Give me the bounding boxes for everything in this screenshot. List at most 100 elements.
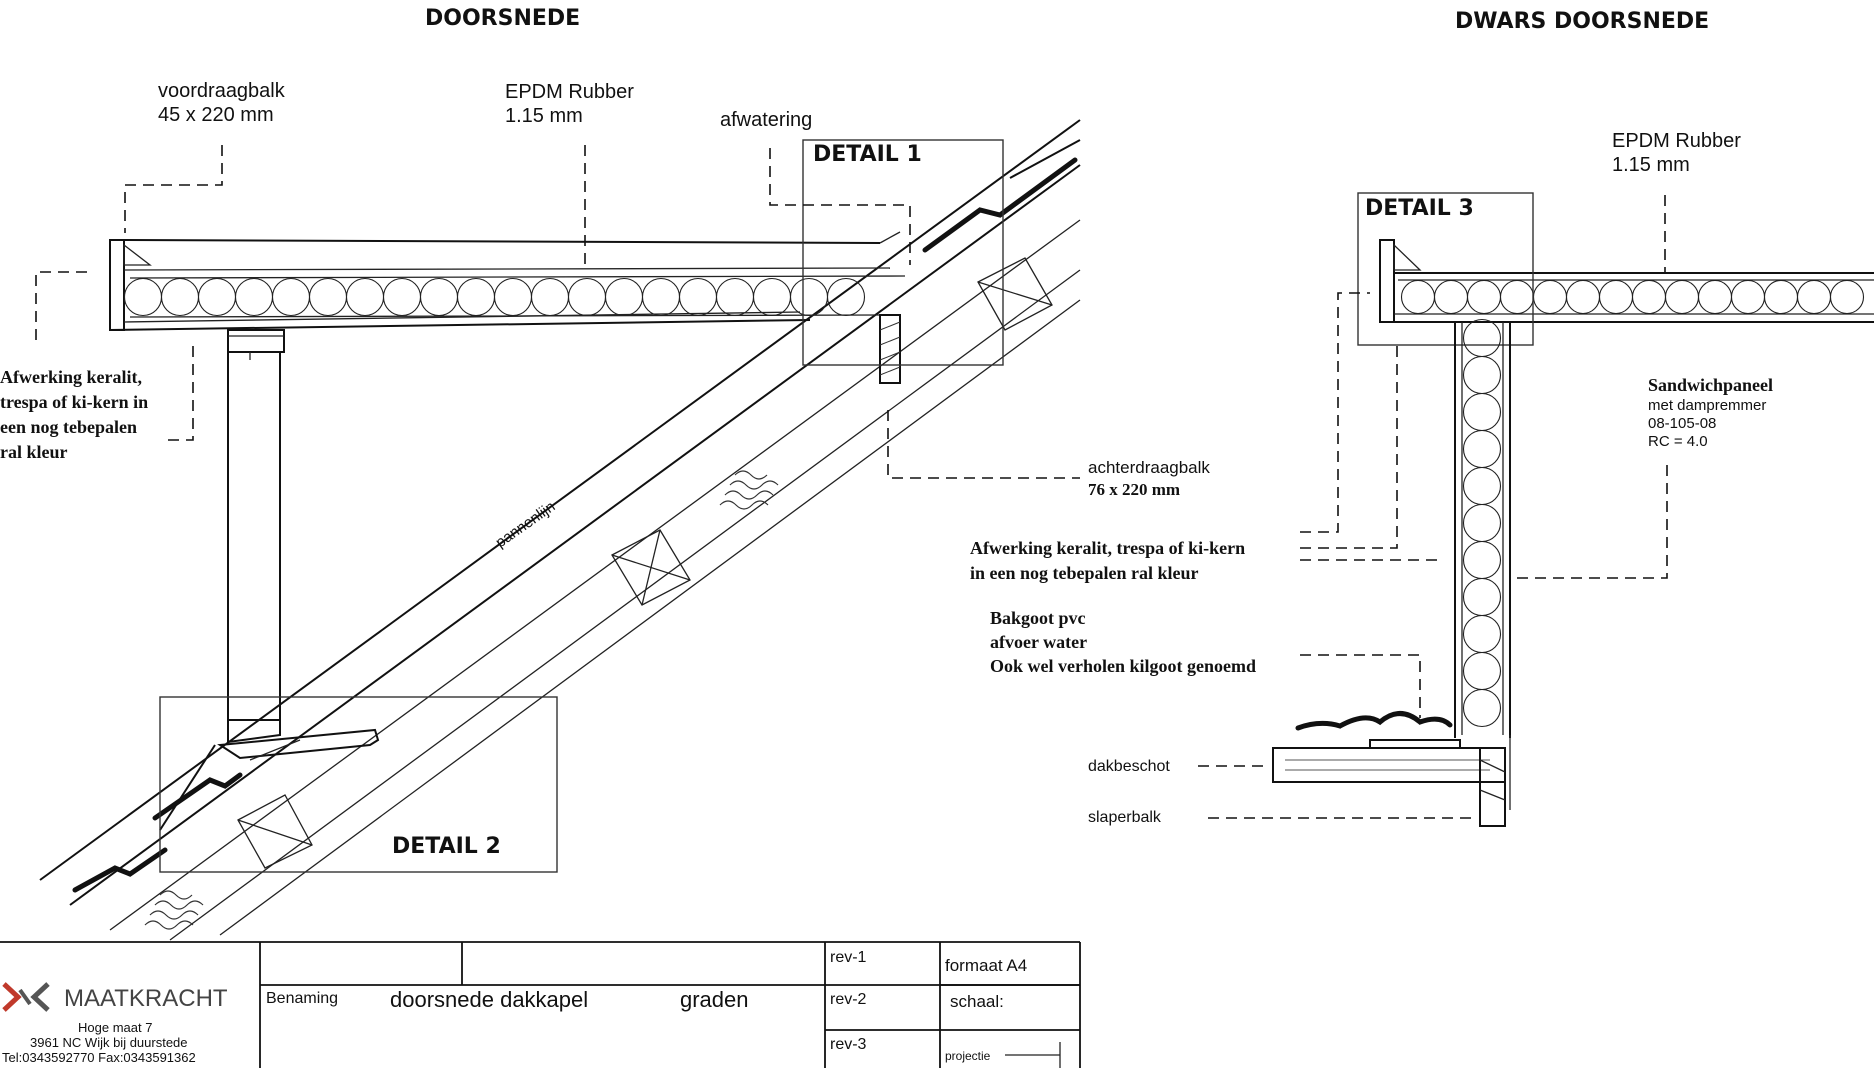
insulation-circle	[345, 277, 385, 317]
gutter-detail-3	[1272, 711, 1511, 827]
detail-2-box	[159, 696, 558, 873]
label-sandwich-4: RC = 4.0	[1648, 433, 1708, 450]
detail-1-box	[802, 139, 1004, 366]
company-logo	[2, 982, 50, 1012]
detail-2-label: DETAIL 2	[392, 834, 501, 859]
insulation-circle	[419, 277, 459, 317]
insulation-circle	[1462, 577, 1502, 617]
insulation-circle	[1462, 614, 1502, 654]
label-epdm-left-2: 1.15 mm	[505, 105, 583, 127]
insulation-circle	[1796, 279, 1832, 315]
insulation-circle	[1598, 279, 1634, 315]
insulation-circle	[752, 277, 792, 317]
insulation-circle	[1829, 279, 1865, 315]
label-afwerking-left-4: ral kleur	[0, 442, 68, 462]
label-afwatering: afwatering	[720, 109, 812, 131]
insulation-circle	[530, 277, 570, 317]
label-voordraagbalk-1: voordraagbalk	[158, 80, 286, 102]
insulation-circles-left	[123, 277, 866, 317]
label-afwerking-left-3: een nog tebepalen	[0, 417, 137, 437]
insulation-circle	[1433, 279, 1469, 315]
label-sandwich-2: met dampremmer	[1648, 397, 1766, 414]
label-bakgoot-3: Ook wel verholen kilgoot genoemd	[990, 656, 1256, 676]
insulation-circle	[1499, 279, 1535, 315]
insulation-circle	[641, 277, 681, 317]
detail-3-box	[1357, 192, 1534, 346]
insulation-circle	[234, 277, 274, 317]
label-afwerking-left-2: trespa of ki-kern in	[0, 392, 148, 412]
insulation-circle	[1462, 392, 1502, 432]
insulation-circle	[1466, 279, 1502, 315]
company-address-2: 3961 NC Wijk bij duurstede	[30, 1035, 188, 1050]
label-achterdraagbalk-2: 76 x 220 mm	[1088, 480, 1180, 499]
schaal: schaal:	[950, 992, 1004, 1011]
insulation-scribbles	[144, 470, 779, 930]
insulation-circle	[1763, 279, 1799, 315]
insulation-circle	[1631, 279, 1667, 315]
title-dwars-doorsnede: DWARS DOORSNEDE	[1455, 9, 1709, 34]
label-sandwich-3: 08-105-08	[1648, 415, 1716, 432]
roof-rafters	[39, 119, 1081, 941]
insulation-circle	[1730, 279, 1766, 315]
insulation-circle	[789, 277, 829, 317]
label-sandwich-1: Sandwichpaneel	[1648, 375, 1773, 395]
label-bakgoot-2: afvoer water	[990, 632, 1087, 652]
label-epdm-right-2: 1.15 mm	[1612, 154, 1690, 176]
rev-3: rev-3	[830, 1036, 867, 1053]
insulation-circle	[1532, 279, 1568, 315]
insulation-circle	[308, 277, 348, 317]
rev-1: rev-1	[830, 949, 867, 966]
achterdraagbalk-beam	[879, 314, 901, 384]
insulation-circle	[1462, 355, 1502, 395]
insulation-circle	[1462, 540, 1502, 580]
label-slaperbalk: slaperbalk	[1088, 809, 1162, 826]
label-afwerking-left-1: Afwerking keralit,	[0, 367, 142, 387]
insulation-circle	[1462, 318, 1502, 358]
insulation-circle	[1462, 466, 1502, 506]
sandwich-wall-panel	[1454, 322, 1511, 738]
insulation-circle	[456, 277, 496, 317]
detail-1-label: DETAIL 1	[813, 142, 922, 167]
insulation-circle	[567, 277, 607, 317]
insulation-circle	[1400, 279, 1436, 315]
detail-3-label: DETAIL 3	[1365, 196, 1474, 221]
label-pannenlijn: pannenlijn	[493, 498, 559, 551]
insulation-circle	[493, 277, 533, 317]
company-address-1: Hoge maat 7	[78, 1020, 152, 1035]
insulation-circles-wall	[1462, 318, 1502, 728]
insulation-circle	[1462, 688, 1502, 728]
insulation-circle	[715, 277, 755, 317]
label-afwerking-right-1: Afwerking keralit, trespa of ki-kern	[970, 538, 1245, 558]
roof-tiles	[72, 139, 1081, 893]
insulation-circle	[123, 277, 163, 317]
insulation-circle	[1462, 429, 1502, 469]
label-dakbeschot: dakbeschot	[1088, 758, 1170, 775]
insulation-circle	[826, 277, 866, 317]
insulation-circle	[1664, 279, 1700, 315]
insulation-circle	[1697, 279, 1733, 315]
insulation-circle	[1462, 651, 1502, 691]
projectie: projectie	[945, 1049, 991, 1063]
label-achterdraagbalk-1: achterdraagbalk	[1088, 458, 1210, 477]
title-doorsnede: DOORSNEDE	[425, 6, 580, 31]
insulation-circle	[604, 277, 644, 317]
title-block	[0, 941, 1081, 1068]
label-epdm-right-1: EPDM Rubber	[1612, 130, 1741, 152]
insulation-circle	[1565, 279, 1601, 315]
post	[227, 329, 285, 720]
gutter-detail-2	[159, 719, 380, 831]
rev-2: rev-2	[830, 991, 867, 1008]
insulation-circle	[1462, 503, 1502, 543]
formaat: formaat A4	[945, 956, 1027, 975]
insulation-circle	[271, 277, 311, 317]
benaming-value: doorsnede dakkapel	[390, 987, 588, 1012]
label-bakgoot-1: Bakgoot pvc	[990, 608, 1086, 628]
label-voordraagbalk-2: 45 x 220 mm	[158, 104, 274, 126]
company-name: MAATKRACHT	[64, 985, 228, 1012]
flat-roof-panel	[109, 231, 906, 331]
label-afwerking-right-2: in een nog tebepalen ral kleur	[970, 563, 1199, 583]
insulation-circle	[160, 277, 200, 317]
label-epdm-left-1: EPDM Rubber	[505, 81, 634, 103]
company-address-3: Tel:0343592770 Fax:0343591362	[2, 1050, 196, 1065]
